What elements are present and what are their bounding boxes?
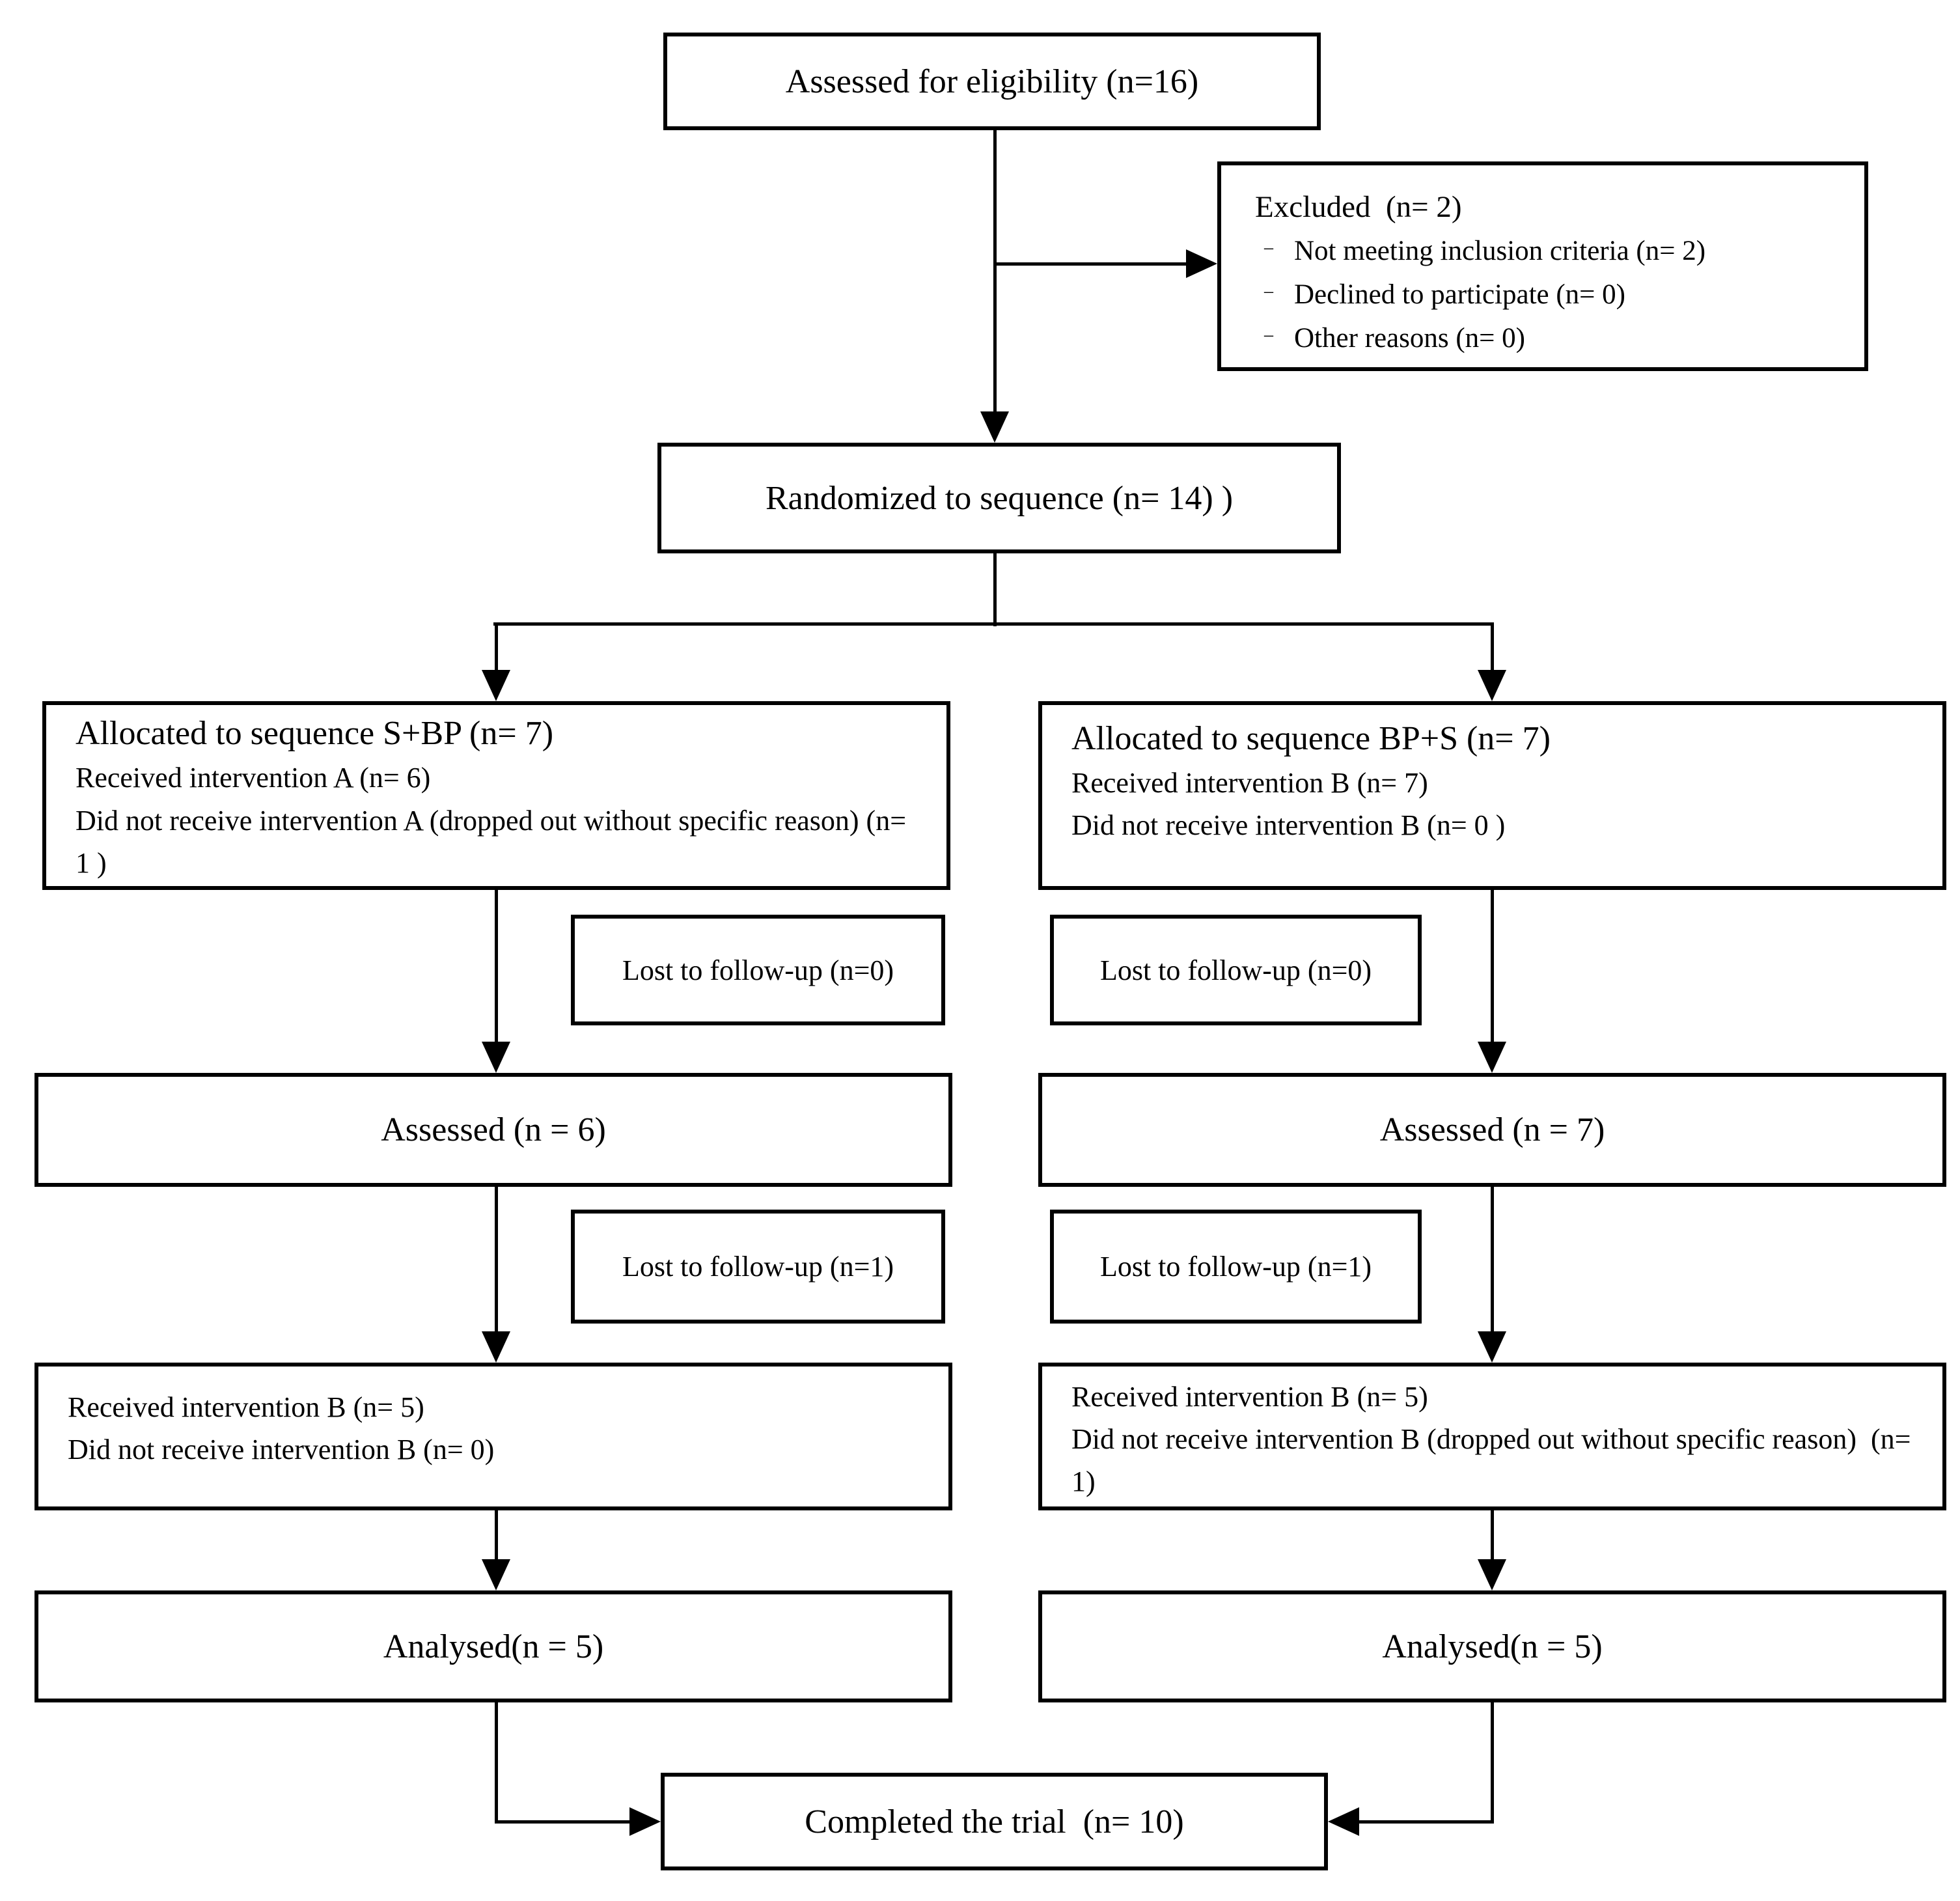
allocated-right-box: Allocated to sequence BP+S (n= 7) Receiv… — [1038, 701, 1946, 890]
excluded-item: – Declined to participate (n= 0) — [1255, 273, 1845, 317]
lost-followup-left-2-box: Lost to follow-up (n=1) — [571, 1210, 945, 1324]
received-right-line: Did not receive intervention B (dropped … — [1071, 1422, 1918, 1498]
dash-bullet-icon: – — [1264, 281, 1273, 301]
completed-box: Completed the trial (n= 10) — [661, 1773, 1328, 1870]
dash-bullet-icon: – — [1264, 324, 1273, 345]
lost-followup-right-1-box: Lost to follow-up (n=0) — [1050, 915, 1422, 1025]
connector-to-excluded — [995, 262, 1187, 266]
connector-split-allocated-right — [1491, 622, 1494, 672]
randomized-box: Randomized to sequence (n= 14) ) — [657, 443, 1341, 553]
allocated-left-line: Did not receive intervention A (dropped … — [76, 804, 914, 879]
lost-followup-left-1-box: Lost to follow-up (n=0) — [571, 915, 945, 1025]
analysed-left-box: Analysed(n = 5) — [35, 1590, 952, 1702]
assessed-left-label: Assessed (n = 6) — [381, 1111, 606, 1148]
arrowhead-left-icon — [1328, 1807, 1359, 1836]
split-bar — [493, 622, 1494, 626]
connector-analysed-completed-right-v — [1491, 1702, 1494, 1824]
excluded-item-label: Other reasons (n= 0) — [1294, 322, 1526, 354]
eligibility-box: Assessed for eligibility (n=16) — [663, 33, 1321, 130]
arrowhead-right-icon — [629, 1807, 661, 1836]
allocated-right-line: Did not receive intervention B (n= 0 ) — [1071, 809, 1506, 842]
excluded-item: – Other reasons (n= 0) — [1255, 317, 1845, 361]
received-left-line: Did not receive intervention B (n= 0) — [68, 1434, 495, 1465]
lost-followup-label: Lost to follow-up (n=1) — [1099, 1251, 1372, 1283]
randomized-label: Randomized to sequence (n= 14) ) — [765, 479, 1234, 517]
arrowhead-down-icon — [1478, 1559, 1506, 1590]
arrowhead-down-icon — [482, 1042, 510, 1073]
completed-label: Completed the trial (n= 10) — [805, 1803, 1184, 1840]
connector-allocated-assessed-right — [1491, 887, 1494, 1044]
connector-received-analysed-left — [495, 1510, 498, 1561]
arrowhead-down-icon — [1478, 1042, 1506, 1073]
allocated-left-title: Allocated to sequence S+BP (n= 7) — [76, 715, 554, 753]
arrowhead-right-icon — [1186, 249, 1217, 278]
received-left-line: Received intervention B (n= 5) — [68, 1391, 424, 1423]
excluded-title: Excluded (n= 2) — [1255, 189, 1462, 224]
arrowhead-down-icon — [1478, 670, 1506, 701]
arrowhead-down-icon — [980, 411, 1009, 443]
lost-followup-label: Lost to follow-up (n=0) — [622, 954, 894, 986]
excluded-box: Excluded (n= 2) – Not meeting inclusion … — [1217, 161, 1868, 371]
connector-assessed-received-right — [1491, 1187, 1494, 1333]
connector-allocated-assessed-left — [495, 887, 498, 1044]
allocated-left-line: Received intervention A (n= 6) — [76, 762, 431, 794]
connector-analysed-completed-left-v — [495, 1702, 498, 1824]
analysed-left-label: Analysed(n = 5) — [383, 1628, 604, 1665]
excluded-item-label: Declined to participate (n= 0) — [1294, 279, 1625, 310]
assessed-right-label: Assessed (n = 7) — [1379, 1111, 1605, 1148]
assessed-left-box: Assessed (n = 6) — [35, 1073, 952, 1187]
lost-followup-label: Lost to follow-up (n=1) — [622, 1251, 894, 1283]
analysed-right-label: Analysed(n = 5) — [1382, 1628, 1603, 1665]
allocated-right-title: Allocated to sequence BP+S (n= 7) — [1071, 719, 1551, 757]
connector-randomized-split — [993, 553, 997, 626]
arrowhead-down-icon — [482, 1331, 510, 1363]
connector-analysed-completed-right-h — [1359, 1820, 1494, 1824]
allocated-right-line: Received intervention B (n= 7) — [1071, 766, 1428, 799]
lost-followup-label: Lost to follow-up (n=0) — [1099, 954, 1372, 986]
connector-assessed-received-left — [495, 1187, 498, 1333]
excluded-item-label: Not meeting inclusion criteria (n= 2) — [1294, 236, 1706, 267]
assessed-right-box: Assessed (n = 7) — [1038, 1073, 1946, 1187]
eligibility-label: Assessed for eligibility (n=16) — [785, 62, 1199, 100]
analysed-right-box: Analysed(n = 5) — [1038, 1590, 1946, 1702]
connector-eligibility-randomized — [993, 130, 997, 414]
connector-received-analysed-right — [1491, 1510, 1494, 1561]
arrowhead-down-icon — [482, 1559, 510, 1590]
dash-bullet-icon: – — [1264, 238, 1273, 258]
connector-split-allocated-left — [495, 622, 498, 672]
arrowhead-down-icon — [1478, 1331, 1506, 1363]
connector-analysed-completed-left-h — [495, 1820, 629, 1824]
arrowhead-down-icon — [482, 670, 510, 701]
lost-followup-right-2-box: Lost to follow-up (n=1) — [1050, 1210, 1422, 1324]
received-right-box: Received intervention B (n= 5) Did not r… — [1038, 1363, 1946, 1510]
received-left-box: Received intervention B (n= 5) Did not r… — [35, 1363, 952, 1510]
received-right-line: Received intervention B (n= 5) — [1071, 1380, 1428, 1413]
allocated-left-box: Allocated to sequence S+BP (n= 7) Receiv… — [42, 701, 950, 890]
excluded-item: – Not meeting inclusion criteria (n= 2) — [1255, 230, 1845, 273]
